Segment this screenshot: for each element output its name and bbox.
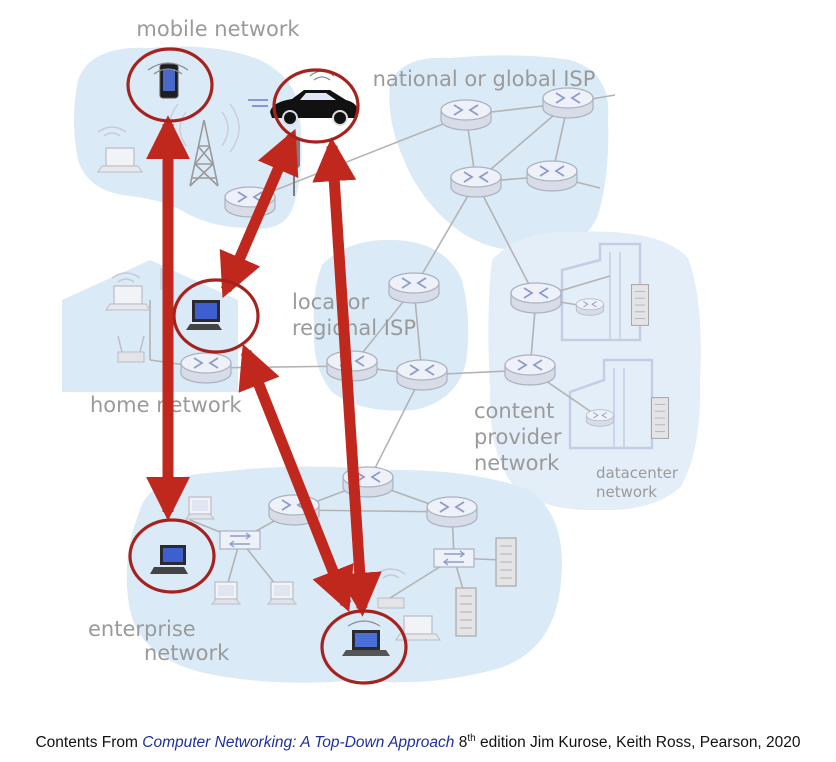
highlight-enterprise-laptop [320, 609, 408, 685]
router-datacenter-1 [575, 298, 605, 316]
datacenter-building-lower [568, 358, 654, 450]
server-enterprise-1 [495, 537, 517, 587]
datacenter-building-upper [560, 242, 642, 342]
switch-enterprise-left [219, 530, 261, 550]
caption-edition-number: 8 [454, 734, 468, 752]
highlight-smartphone [126, 47, 214, 123]
arrow-home-pc-to-enterprise-laptop [238, 343, 354, 613]
router-home [180, 352, 232, 384]
router-datacenter-2 [585, 409, 615, 427]
cell-tower-icon [168, 103, 240, 187]
router-content-2 [504, 354, 556, 386]
router-national-3 [450, 166, 502, 198]
desktop-pc-enterprise-icon [150, 545, 188, 574]
highlight-enterprise-pc [128, 518, 216, 594]
pc-enterprise-2 [211, 581, 241, 605]
label-content-provider-line3: network [474, 451, 560, 475]
router-national-2 [542, 87, 594, 119]
smartphone-icon [147, 62, 189, 99]
caption-prefix: Contents From [35, 734, 143, 752]
label-datacenter-line2: network [596, 483, 657, 501]
server-datacenter-2 [650, 397, 670, 439]
router-content-1 [510, 282, 562, 314]
label-datacenter-line1: datacenter [596, 464, 679, 482]
label-local-isp-line1: local or [292, 290, 369, 314]
arrows [146, 115, 382, 617]
laptop-enterprise-icon [342, 620, 390, 656]
label-mobile-network: mobile network [136, 17, 300, 41]
caption: Contents From Computer Networking: A Top… [0, 733, 836, 752]
router-local-3 [396, 359, 448, 391]
highlight-home-pc [172, 278, 260, 354]
highlight-car [272, 68, 360, 144]
pc-enterprise-1 [185, 496, 215, 520]
pc-enterprise-3 [267, 581, 297, 605]
label-enterprise-line2: network [144, 641, 230, 665]
switch-enterprise-right [433, 548, 475, 568]
label-content-provider-line2: provider [474, 425, 562, 449]
car-icon [248, 70, 358, 126]
server-enterprise-2 [455, 587, 477, 637]
label-enterprise-line1: enterprise [88, 617, 196, 641]
highlight-circles [126, 47, 408, 685]
label-local-isp-line2: regional ISP [292, 316, 416, 340]
server-datacenter-1 [630, 284, 650, 326]
router-enterprise-3 [426, 496, 478, 528]
router-national-4 [526, 160, 578, 192]
caption-book-title: Computer Networking: A Top-Down Approach [142, 734, 455, 752]
arrow-car-to-home-pc [219, 128, 299, 299]
router-national-1 [440, 99, 492, 131]
desktop-pc-home-icon [186, 300, 222, 330]
router-local-1 [388, 272, 440, 304]
caption-rest: edition Jim Kurose, Keith Ross, Pearson,… [475, 734, 801, 752]
label-national-isp: national or global ISP [373, 67, 596, 91]
label-content-provider-line1: content [474, 399, 554, 423]
caption-edition-suffix: th [467, 733, 476, 744]
wireless-ap-home [117, 335, 145, 363]
